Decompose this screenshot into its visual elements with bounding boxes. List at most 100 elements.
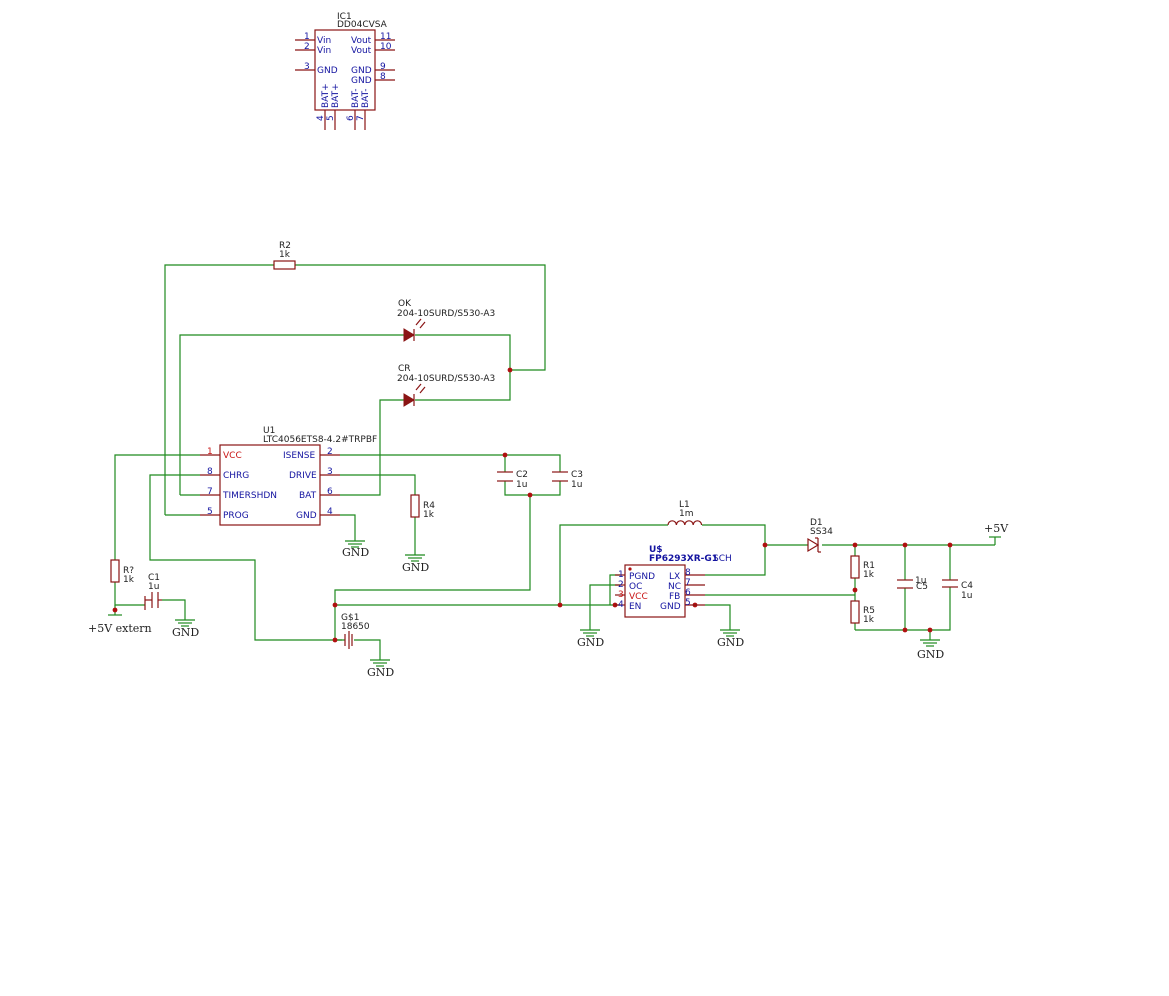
c5-ref: C5 — [916, 582, 928, 592]
u2-pin-num-1: 1 — [618, 570, 624, 580]
inductor-l1[interactable]: L1 1m — [667, 500, 703, 526]
resistor-r2[interactable]: R2 1k — [273, 241, 296, 270]
c1-value: 1u — [148, 582, 159, 592]
ic1-pin-name-gnd3: GND — [317, 66, 338, 76]
battery-g1[interactable]: G$1 18650 — [341, 613, 370, 649]
gnd-label-c1: GND — [172, 626, 199, 639]
capacitor-c3[interactable]: C3 1u — [552, 470, 583, 490]
u2-pin-nc: NC — [668, 582, 681, 592]
net-5v-label: +5V — [984, 522, 1009, 535]
gnd-symbol-c1: GND — [172, 619, 199, 639]
rq-value: 1k — [123, 575, 135, 585]
capacitor-c5[interactable]: 1u C5 — [897, 576, 928, 592]
ic1-pin-name-vout11: Vout — [351, 36, 372, 46]
u1-pin-vcc: VCC — [223, 451, 242, 461]
u2-pin-pgnd: PGND — [629, 572, 655, 582]
ic1-pin-num-10: 10 — [380, 42, 392, 52]
u2-pin-num-7: 7 — [685, 578, 691, 588]
ic1-pin-num-11: 11 — [380, 32, 391, 42]
u1-pin-num-8: 8 — [207, 467, 213, 477]
u1-pin-num-6: 6 — [327, 487, 333, 497]
c2-ref: C2 — [516, 470, 528, 480]
ic1-pin-num-5: 5 — [326, 115, 336, 121]
u2-pin-vcc: VCC — [629, 592, 648, 602]
r1-ref: R1 — [863, 561, 875, 571]
ic1-ref: IC1 — [337, 12, 352, 22]
u2-value: FP6293XR-G1 — [649, 554, 718, 564]
led-ok-value: 204-10SURD/S530-A3 — [397, 309, 495, 319]
ic1-pin-num-8: 8 — [380, 72, 386, 82]
capacitor-c1[interactable]: C1 1u — [144, 573, 162, 610]
l1-ref: L1 — [679, 500, 690, 510]
r5-ref: R5 — [863, 606, 875, 616]
ic1-pin-name-batp5: BAT+ — [331, 83, 341, 108]
u1-pin-timershdn: TIMERSHDN — [222, 491, 277, 501]
gnd-symbol-u2-gnd: GND — [717, 629, 744, 649]
gnd-symbol-battery: GND — [367, 659, 394, 679]
diode-d1[interactable]: D1 SS34 — [807, 518, 833, 553]
u1-pin-prog: PROG — [223, 511, 249, 521]
u1-pin-isense: ISENSE — [283, 451, 315, 461]
resistor-r-unknown[interactable]: R? 1k — [110, 559, 135, 585]
gnd-label-output: GND — [917, 648, 944, 661]
u1-pin-gnd: GND — [296, 511, 317, 521]
ic1-pin-num-6: 6 — [346, 115, 356, 121]
u2-pin-lx: LX — [669, 572, 680, 582]
u2-pin-fb: FB — [669, 592, 680, 602]
u1-pin-num-4: 4 — [327, 507, 333, 517]
u2-pin-oc: OC — [629, 582, 642, 592]
g1-value: 18650 — [341, 622, 370, 632]
ic1-pin-name-vin1: Vin — [317, 36, 331, 46]
net-5v-extern-label: +5V extern — [88, 622, 152, 635]
led-ok-ref: OK — [398, 299, 412, 309]
resistor-r4[interactable]: R4 1k — [410, 494, 435, 520]
led-cr[interactable]: CR 204-10SURD/S530-A3 — [397, 364, 495, 407]
r4-ref: R4 — [423, 501, 435, 511]
u1-pin-num-7: 7 — [207, 487, 213, 497]
u2-pin-num-3: 3 — [618, 590, 624, 600]
u1-pin-bat: BAT — [299, 491, 317, 501]
gnd-symbol-output: GND — [917, 639, 944, 661]
u2-pin-num-6: 6 — [685, 588, 691, 598]
ic1-pin-name-vin2: Vin — [317, 46, 331, 56]
ic1-pin-name-batp4: BAT+ — [321, 83, 331, 108]
led-ok[interactable]: OK 204-10SURD/S530-A3 — [397, 299, 495, 342]
resistor-r1[interactable]: R1 1k — [850, 555, 875, 580]
c3-value: 1u — [571, 480, 582, 490]
c4-ref: C4 — [961, 581, 973, 591]
d1-value: SS34 — [810, 527, 833, 537]
ic1-pin-num-3: 3 — [304, 62, 310, 72]
u2-pin-gnd: GND — [660, 602, 681, 612]
c1-ref: C1 — [148, 573, 160, 583]
ic1-pin-name-gnd9: GND — [351, 66, 372, 76]
capacitor-c2[interactable]: C2 1u — [497, 470, 528, 490]
u1-pin-drive: DRIVE — [289, 471, 317, 481]
led-cr-value: 204-10SURD/S530-A3 — [397, 374, 495, 384]
ic1-pin-name-vout10: Vout — [351, 46, 372, 56]
capacitor-c4[interactable]: C4 1u — [942, 579, 973, 601]
gnd-label-u2-gnd: GND — [717, 636, 744, 649]
u2-ref: U$ — [649, 545, 663, 555]
u1-pin-num-5: 5 — [207, 507, 213, 517]
ic1-pin-name-batn7: BAT- — [361, 88, 371, 108]
ic1-pin-num-9: 9 — [380, 62, 386, 72]
ic-u1-charger[interactable]: U1 LTC4056ETS8-4.2#TRPBF 1 8 7 5 VCC CHR… — [200, 426, 377, 526]
u2-pin-num-2: 2 — [618, 580, 624, 590]
gnd-label-battery: GND — [367, 666, 394, 679]
u2-pin-num-8: 8 — [685, 568, 691, 578]
u1-ref: U1 — [263, 426, 275, 436]
u1-pin-num-1: 1 — [207, 447, 213, 457]
u2-suffix: SCH — [713, 554, 732, 564]
r1-value: 1k — [863, 570, 875, 580]
ic1-pin-name-batn6: BAT- — [351, 88, 361, 108]
u1-pin-chrg: CHRG — [223, 471, 249, 481]
c5-value: 1u — [915, 576, 926, 586]
r5-value: 1k — [863, 615, 875, 625]
u1-pin-num-2: 2 — [327, 447, 333, 457]
ic1-module[interactable]: IC1 DD04CVSA 1 2 3 Vin Vin GND 11 10 9 8… — [295, 12, 395, 130]
resistor-r5[interactable]: R5 1k — [850, 600, 875, 625]
ic-u2-boost[interactable]: U$ FP6293XR-G1 SCH 1 2 3 4 PGND OC VCC E… — [615, 545, 732, 618]
junctions — [112, 367, 953, 643]
led-cr-ref: CR — [398, 364, 411, 374]
gnd-symbol-u1: GND — [342, 540, 369, 559]
